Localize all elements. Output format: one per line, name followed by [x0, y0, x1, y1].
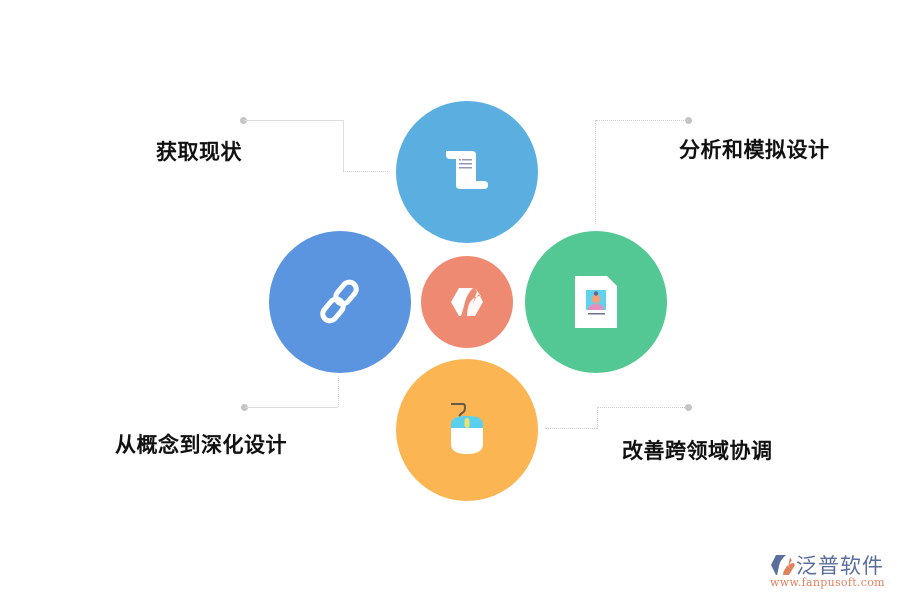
connector-line-bottom-v [597, 407, 598, 429]
watermark-logo: 泛普软件 www.fanpusoft.com [766, 550, 896, 592]
connector-line-top-h1 [244, 120, 344, 121]
connector-line-bottom-h1 [597, 407, 687, 408]
connector-dot-top [240, 117, 247, 124]
connector-line-right-h [596, 120, 688, 121]
brand-logo-icon [771, 555, 795, 575]
scroll-document-icon [446, 151, 488, 189]
brand-leaf-icon [451, 288, 483, 316]
connector-dot-bottom [685, 404, 692, 411]
connector-line-top-h2 [343, 171, 388, 172]
node-top-circle [396, 101, 538, 243]
connector-line-bottom-h2 [545, 428, 597, 429]
node-left-circle [269, 231, 411, 373]
watermark-brand: 泛普软件 [796, 554, 884, 578]
connector-line-left-v [338, 376, 339, 407]
node-bottom-circle [396, 359, 538, 501]
label-right: 分析和模拟设计 [679, 138, 830, 162]
connector-dot-right [685, 117, 692, 124]
label-bottom: 改善跨领域协调 [622, 439, 773, 463]
node-right-circle [525, 231, 667, 373]
connector-line-left-h [245, 407, 338, 408]
center-core-circle [421, 256, 513, 348]
watermark-url: www.fanpusoft.com [770, 576, 885, 589]
chain-link-icon [320, 279, 359, 324]
connector-line-right-v [595, 120, 596, 224]
mouse-icon [451, 403, 483, 454]
profile-card-icon [575, 276, 617, 328]
connector-dot-left [241, 404, 248, 411]
connector-line-top-v [343, 120, 344, 172]
label-left: 从概念到深化设计 [115, 433, 287, 457]
label-top: 获取现状 [156, 140, 242, 164]
